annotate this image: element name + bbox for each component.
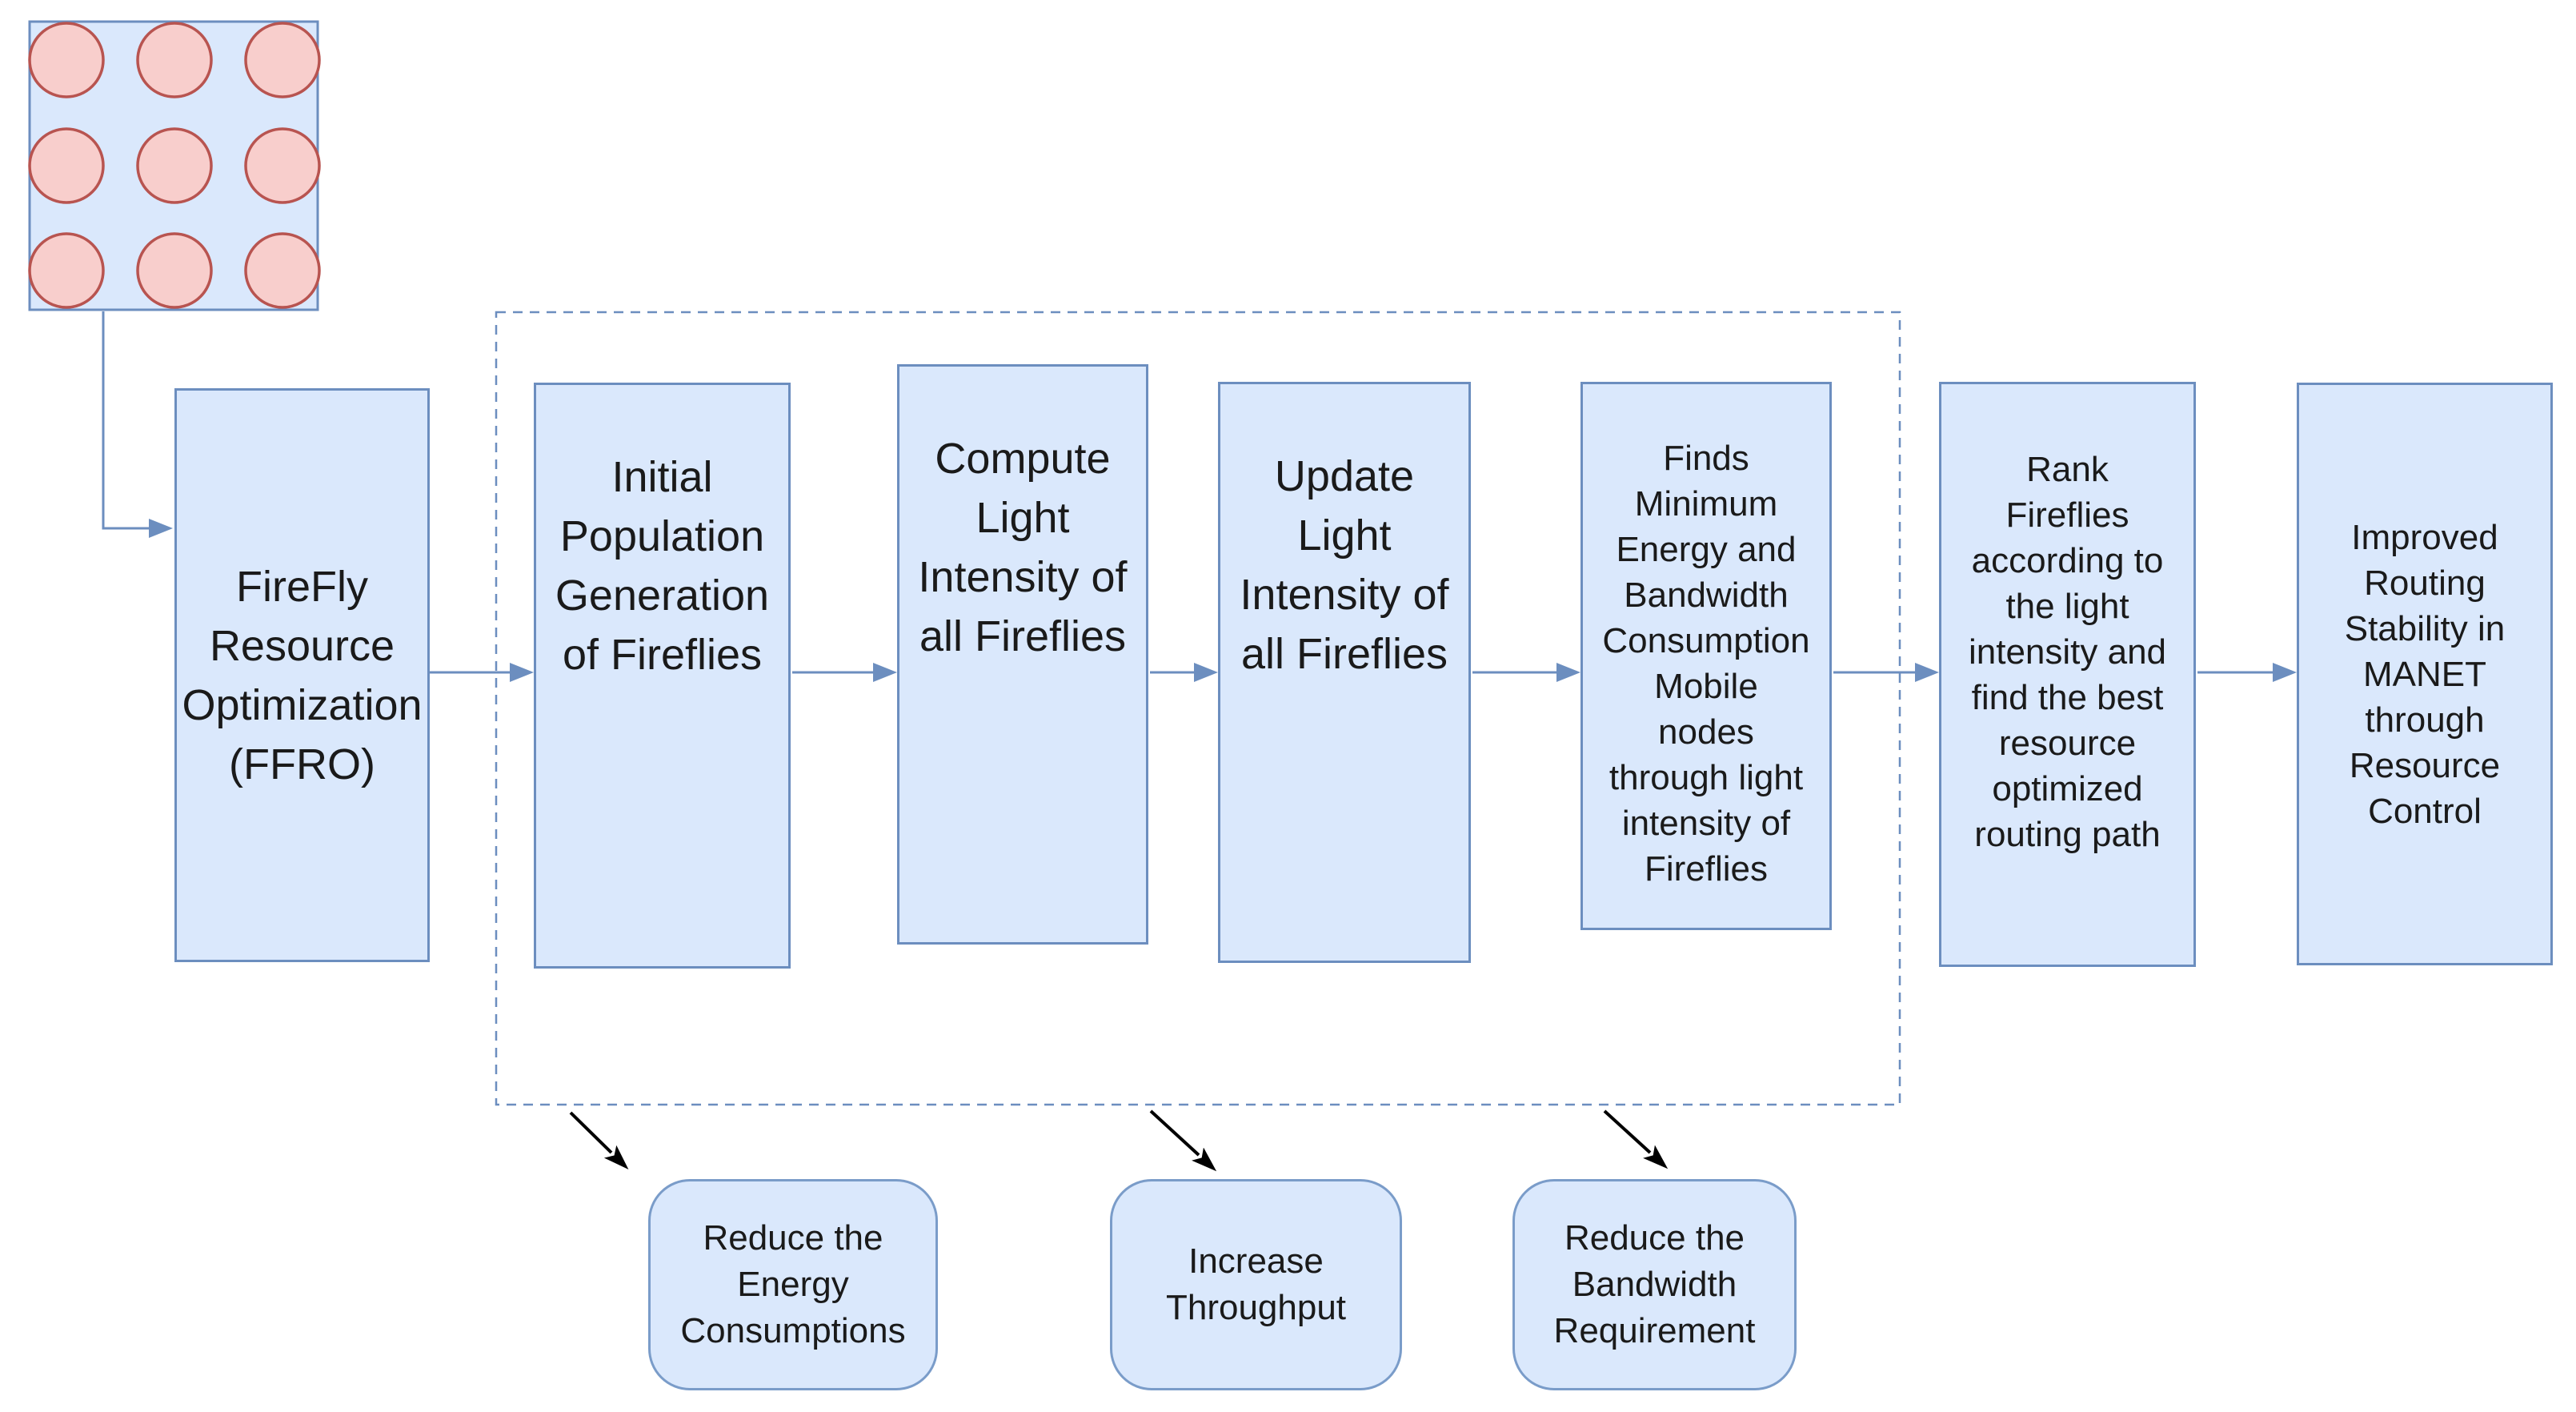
- node-circle-icon: [28, 22, 105, 98]
- outcome-box-reduce-bandwidth: Reduce the Bandwidth Requirement: [1512, 1179, 1797, 1390]
- grid-to-ffro-connector-arrow: [102, 311, 173, 538]
- node-circle-icon: [136, 127, 213, 204]
- process-box-ffro: FireFly Resource Optimization (FFRO): [174, 388, 430, 962]
- process-box-rank-fireflies: Rank Fireflies according to the light in…: [1939, 382, 2196, 967]
- outcome-arrow-bandwidth: [1603, 1109, 1669, 1169]
- node-circle-icon: [244, 232, 321, 309]
- process-box-initial-population: Initial Population Generation of Firefli…: [534, 383, 791, 969]
- network-nodes-grid-icon: [28, 20, 321, 311]
- node-circle-icon: [28, 232, 105, 309]
- outcome-box-increase-throughput: Increase Throughput: [1110, 1179, 1402, 1390]
- process-box-improved-routing-stability: Improved Routing Stability in MANET thro…: [2297, 383, 2553, 965]
- ffro-phase-dashed-boundary: [495, 311, 1901, 1106]
- node-circle-icon: [244, 22, 321, 98]
- process-box-compute-light-intensity: Compute Light Intensity of all Fireflies: [897, 364, 1148, 945]
- outcome-box-reduce-energy: Reduce the Energy Consumptions: [648, 1179, 938, 1390]
- process-box-update-light-intensity: Update Light Intensity of all Fireflies: [1218, 382, 1471, 963]
- node-circle-icon: [28, 127, 105, 204]
- outcome-arrow-energy: [569, 1111, 629, 1170]
- outcome-arrow-throughput: [1149, 1109, 1217, 1172]
- node-circle-icon: [136, 232, 213, 309]
- process-box-find-minimum-consumption: Finds Minimum Energy and Bandwidth Consu…: [1580, 382, 1832, 930]
- node-circle-icon: [136, 22, 213, 98]
- node-circle-icon: [244, 127, 321, 204]
